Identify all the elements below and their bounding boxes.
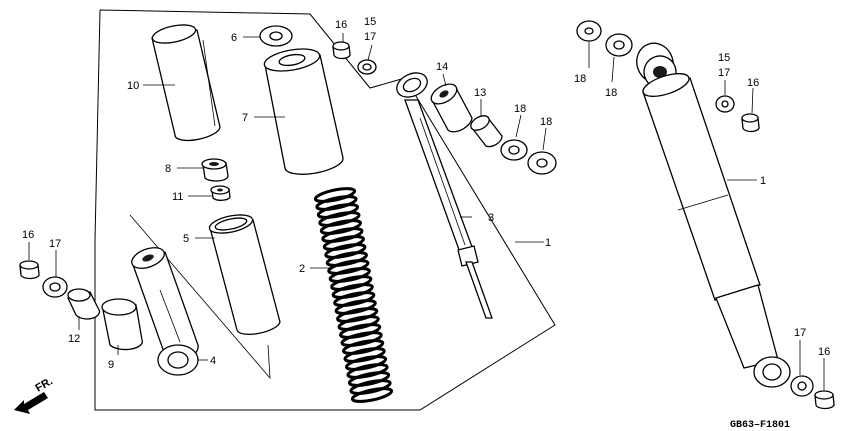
spring-coil [322,235,365,251]
callout-16-right-top: 16 [747,77,759,89]
part-6-washer [259,25,293,47]
part-16-nut-top [332,41,351,60]
part-8-bush [201,158,229,182]
spring-coil [316,203,360,219]
callout-18-b: 18 [540,116,552,128]
part-16-nut-right-bottom [814,390,835,410]
callout-3: 3 [488,212,494,224]
part-10-cover-tube [151,24,221,142]
spring-coil [321,227,364,243]
callout-4: 4 [210,355,216,367]
part-17-washer-right-bottom [790,375,814,397]
spring-coil [349,379,392,395]
spring-coil [337,315,380,331]
callout-5: 5 [183,233,189,245]
spring-coil [313,187,357,203]
spring-coil [328,267,371,283]
callout-13: 13 [474,87,486,99]
part-4-lower-mount [131,247,199,376]
spring-coil [315,195,358,211]
callout-15-right: 15 [718,52,730,64]
part-12-collar [67,288,101,320]
spring-coil [330,275,373,291]
callout-2: 2 [299,263,305,275]
direction-label: FR. [34,375,55,394]
part-17-washer-left [42,276,68,298]
part-1-assembled-shock [636,42,791,388]
callout-10: 10 [127,80,139,92]
callout-18-a: 18 [514,103,526,115]
spring-coil [318,211,361,227]
part-2-spring [313,187,394,403]
spring-coil [340,331,383,347]
part-3-damper [396,72,493,319]
spring-coil [346,363,389,379]
callout-8: 8 [165,163,171,175]
spring-coil [342,339,385,355]
callout-17-top: 17 [364,31,376,43]
callout-7: 7 [242,112,248,124]
part-9-rubber-bushing [101,298,143,351]
callout-9: 9 [108,359,114,371]
front-direction-arrow: FR. [14,375,55,414]
spring-coil [324,243,367,259]
spring-coil [333,291,376,307]
spring-coil [325,251,368,267]
callout-17-right-bottom: 17 [794,327,806,339]
part-17-washer-right-top [715,95,735,113]
spring-coil [339,323,382,339]
callout-11: 11 [172,191,183,203]
callout-16-right-bottom: 16 [818,346,830,358]
callout-16-top: 16 [335,19,347,31]
leader-lines [28,33,825,390]
part-16-nut-right-top [741,113,760,133]
part-14-rubber-bush [430,83,473,133]
callout-18-d: 18 [605,87,617,99]
part-18-washer-d [605,33,633,57]
callout-14: 14 [436,61,448,73]
spring-coil [344,355,388,371]
callout-17-right-top: 17 [718,67,730,79]
spring-coil [331,283,374,299]
callout-18-c: 18 [574,73,586,85]
part-7-spring-cover [263,48,344,175]
spring-coil [319,219,363,235]
part-18-washer-a [500,139,528,161]
part-17-washer-top [357,59,377,75]
callout-1-left: 1 [545,237,551,249]
part-18-washer-c [576,20,602,42]
part-16-nut-left [19,260,40,280]
callout-15-top: 15 [364,16,376,28]
spring-coil [343,347,386,363]
spring-coil [327,259,370,275]
part-11-nut [210,185,231,201]
callout-6: 6 [231,32,237,44]
part-13-collar [470,115,503,148]
diagram-code: GB63–F1801 [730,420,790,431]
spring-coil [336,307,379,323]
callout-12: 12 [68,333,80,345]
spring-coil [347,371,391,387]
callout-1-right: 1 [760,175,766,187]
spring-coil [334,299,377,315]
assembly-outline [94,9,556,411]
callout-16-left: 16 [22,229,34,241]
part-18-washer-b [527,151,557,175]
part-5-lower-cover [208,214,281,335]
callout-17-left: 17 [49,238,61,250]
sub-bracket [129,214,271,380]
spring-coil [350,387,394,403]
